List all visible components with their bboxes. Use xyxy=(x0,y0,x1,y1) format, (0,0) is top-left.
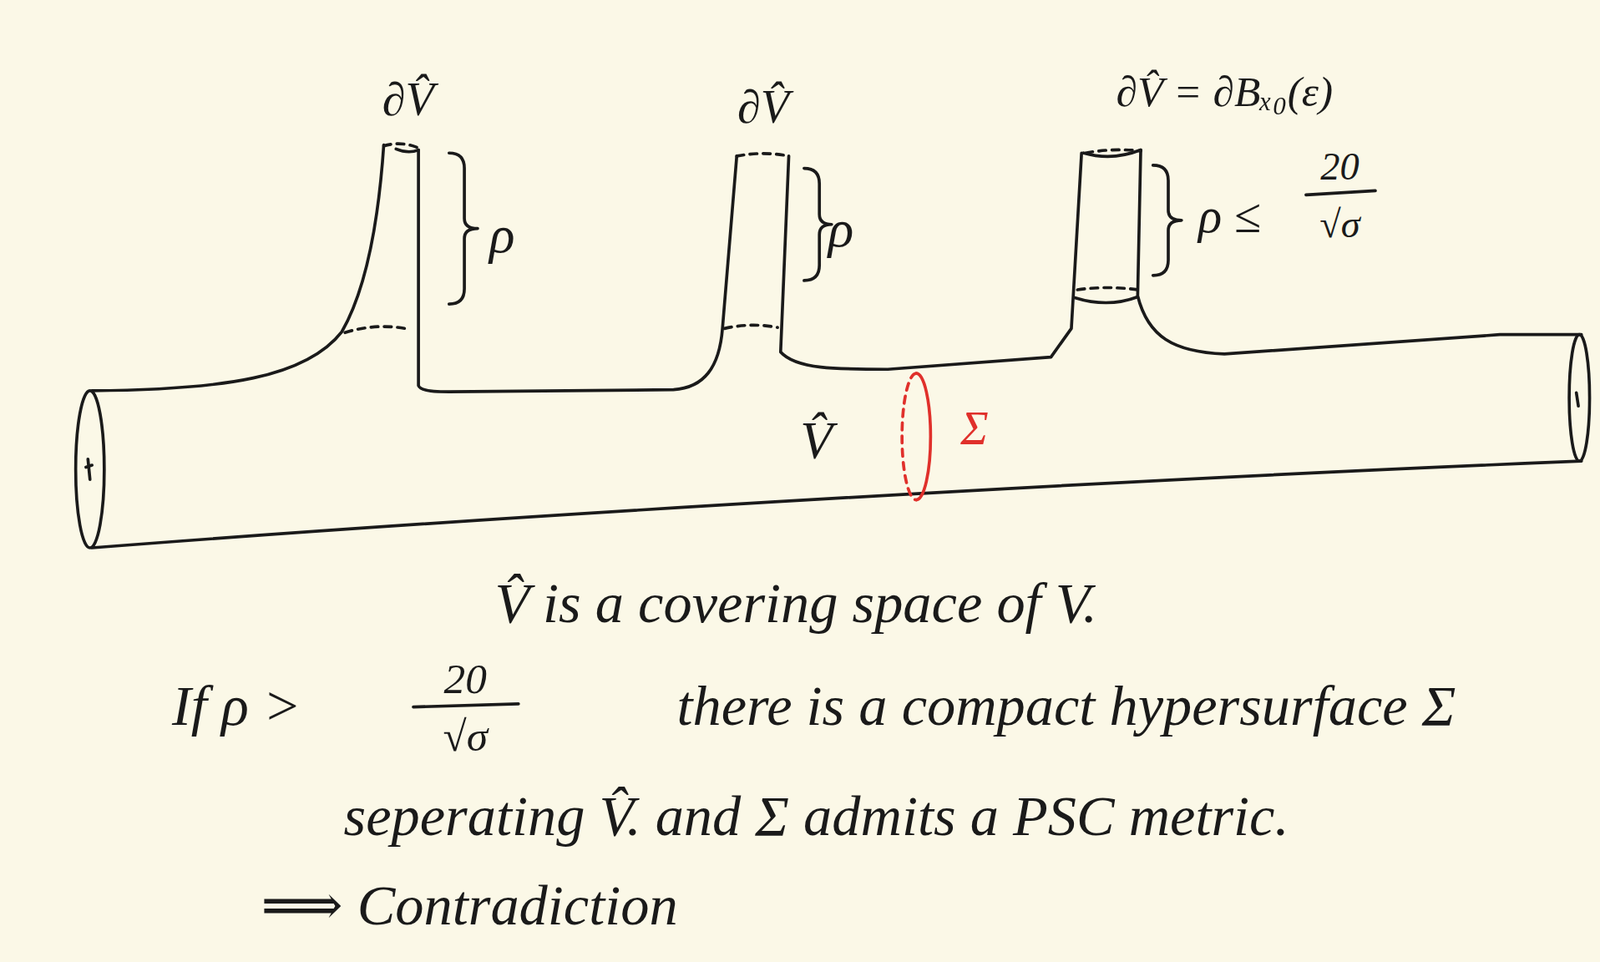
length-label: ρ xyxy=(489,207,516,264)
bracket xyxy=(1153,165,1182,276)
tube-end xyxy=(75,390,105,548)
tube-outline xyxy=(780,152,1082,370)
boundary-top xyxy=(1083,150,1141,157)
boundary-top xyxy=(395,148,419,152)
conclusion-text: ⟹ Contradiction xyxy=(261,875,679,937)
boundary-label: ∂V̂ xyxy=(382,74,435,124)
tube-end xyxy=(1569,334,1590,461)
tube-outline xyxy=(418,150,737,393)
note-text: V̂ is a covering space of V. xyxy=(494,573,1097,634)
neck-section xyxy=(1075,296,1139,303)
length-label: ρ xyxy=(828,200,855,257)
hypersurface xyxy=(916,373,931,500)
fraction-numerator: 20 xyxy=(444,656,487,702)
note-text: If ρ > xyxy=(172,676,302,737)
length-label: ρ ≤ xyxy=(1198,190,1261,243)
boundary-label: ∂V̂ = ∂Bₓ₀(ε) xyxy=(1116,69,1334,115)
tube-outline xyxy=(91,460,1582,548)
tube-outline xyxy=(1137,150,1581,355)
note-text: seperating V̂. and Σ admits a PSC metric… xyxy=(344,786,1290,847)
tube-end xyxy=(1576,392,1579,406)
tube-outline xyxy=(91,144,384,390)
fraction-denominator: √σ xyxy=(442,713,487,760)
space-label: V̂ xyxy=(800,413,833,470)
fraction-numerator: 20 xyxy=(1320,146,1359,188)
neck-section xyxy=(344,326,411,333)
fraction-bar xyxy=(413,703,519,708)
hypersurface xyxy=(901,373,917,500)
boundary-label: ∂V̂ xyxy=(737,82,790,132)
note-text: there is a compact hypersurface Σ xyxy=(676,676,1456,737)
fraction-bar xyxy=(1306,190,1376,195)
hypersurface-label: Σ xyxy=(960,404,988,454)
neck-section xyxy=(724,324,779,329)
fraction-denominator: √σ xyxy=(1319,203,1360,245)
tube-end xyxy=(86,459,92,480)
bracket xyxy=(804,168,832,281)
bracket xyxy=(449,152,478,304)
neck-section xyxy=(1077,288,1138,290)
boundary-top xyxy=(384,143,420,148)
boundary-top xyxy=(736,153,789,157)
